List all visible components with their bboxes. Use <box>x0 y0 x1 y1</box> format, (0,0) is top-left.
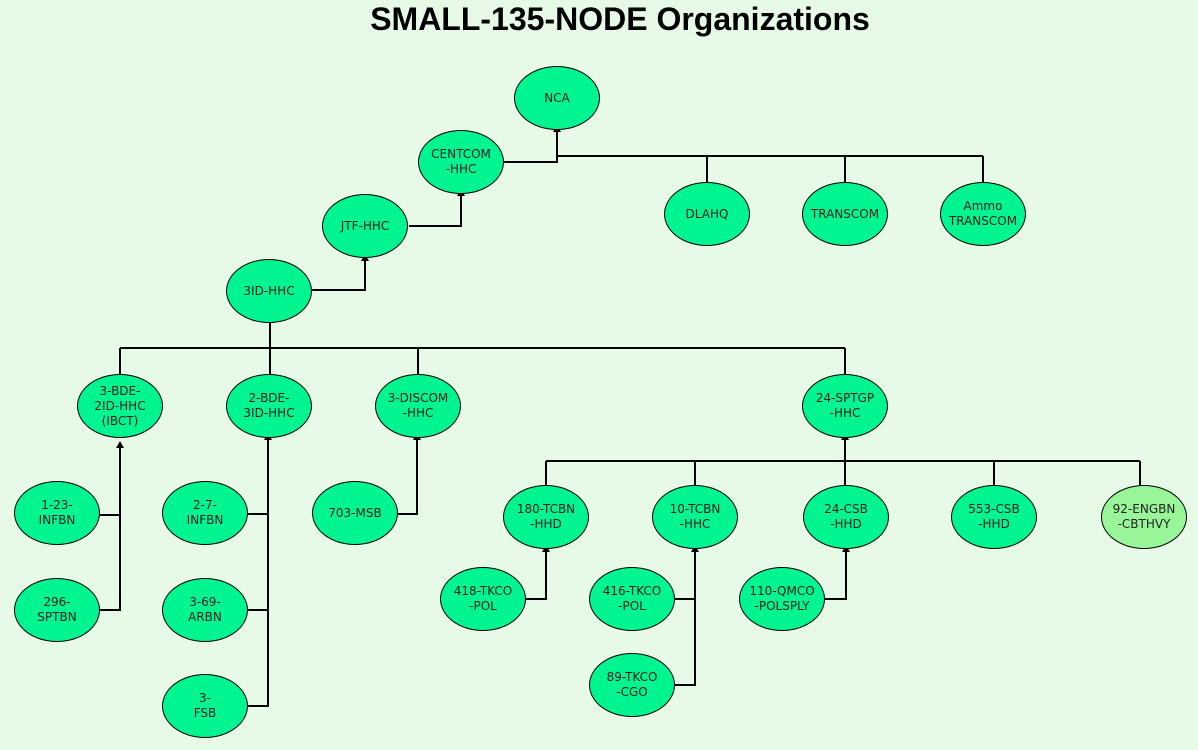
node-label: DLAHQ <box>685 206 729 221</box>
node-24-sptgp-hhc: 24-SPTGP -HHC <box>802 374 888 438</box>
node-jtf-hhc: JTF-HHC <box>322 194 408 258</box>
node-418-tkco-pol: 418-TKCO -POL <box>440 567 526 631</box>
node-label: 24-SPTGP -HHC <box>815 391 875 420</box>
node-180-tcbn-hhd: 180-TCBN -HHD <box>503 485 589 549</box>
node-label: 3-DISCOM -HHC <box>387 391 449 420</box>
diagram-title: SMALL-135-NODE Organizations <box>370 1 870 37</box>
node-label: 180-TCBN -HHD <box>516 502 576 531</box>
node-dlahq: DLAHQ <box>664 182 750 246</box>
node-553-csb-hhd: 553-CSB -HHD <box>951 485 1037 549</box>
node-label: Ammo TRANSCOM <box>948 199 1018 228</box>
node-703-msb: 703-MSB <box>312 481 398 545</box>
node-label: 92-ENGBN -CBTHVY <box>1112 502 1176 531</box>
node-3-bde-2id-hhc: 3-BDE- 2ID-HHC (IBCT) <box>77 374 163 438</box>
node-label: CENTCOM -HHC <box>431 147 491 176</box>
node-label: TRANSCOM <box>810 206 880 221</box>
node-10-tcbn-hhc: 10-TCBN -HHC <box>652 485 738 549</box>
node-label: 3- FSB <box>193 691 217 720</box>
node-label: 553-CSB -HHD <box>968 502 1020 531</box>
node-label: NCA <box>544 90 570 105</box>
node-3-69-arbn: 3-69- ARBN <box>162 578 248 642</box>
node-nca: NCA <box>514 66 600 130</box>
node-89-tkco-cgo: 89-TKCO -CGO <box>589 653 675 717</box>
node-2-bde-3id-hhc: 2-BDE- 3ID-HHC <box>226 374 312 438</box>
node-1-23-infbn: 1-23- INFBN <box>14 481 100 545</box>
node-2-7-infbn: 2-7- INFBN <box>162 481 248 545</box>
node-label: 416-TKCO -POL <box>602 584 662 613</box>
node-3id-hhc: 3ID-HHC <box>226 259 312 323</box>
node-label: 3ID-HHC <box>243 283 295 298</box>
node-label: 2-7- INFBN <box>186 498 224 527</box>
node-label: 296- SPTBN <box>37 595 77 624</box>
node-label: 1-23- INFBN <box>38 498 76 527</box>
node-92-engbn-cbthvy: 92-ENGBN -CBTHVY <box>1101 485 1187 549</box>
node-label: 24-CSB -HHD <box>824 502 868 531</box>
node-label: 110-QMCO -POLSPLY <box>749 584 815 613</box>
node-24-csb-hhd: 24-CSB -HHD <box>803 485 889 549</box>
node-label: 418-TKCO -POL <box>453 584 513 613</box>
node-label: 703-MSB <box>328 505 382 520</box>
node-ammo-transcom: Ammo TRANSCOM <box>940 182 1026 246</box>
node-label: 3-BDE- 2ID-HHC (IBCT) <box>94 383 146 428</box>
node-label: JTF-HHC <box>340 218 390 233</box>
node-label: 2-BDE- 3ID-HHC <box>243 391 295 420</box>
node-label: 10-TCBN -HHC <box>669 502 721 531</box>
node-416-tkco-pol: 416-TKCO -POL <box>589 567 675 631</box>
node-110-qmco-polsply: 110-QMCO -POLSPLY <box>739 567 825 631</box>
node-3-discom-hhc: 3-DISCOM -HHC <box>375 374 461 438</box>
node-centcom-hhc: CENTCOM -HHC <box>418 130 504 194</box>
node-transcom: TRANSCOM <box>802 182 888 246</box>
node-296-sptbn: 296- SPTBN <box>14 578 100 642</box>
node-3-fsb: 3- FSB <box>162 674 248 738</box>
node-label: 89-TKCO -CGO <box>606 670 658 699</box>
node-label: 3-69- ARBN <box>188 595 222 624</box>
